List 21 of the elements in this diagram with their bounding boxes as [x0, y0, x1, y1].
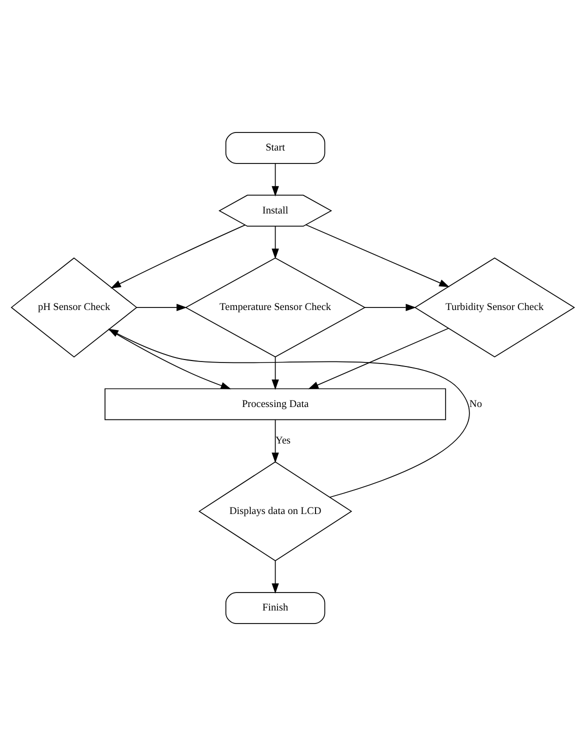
node-diamond: Displays data on LCD	[198, 460, 352, 561]
node-box: Finish	[225, 592, 326, 624]
arrow	[364, 303, 416, 311]
edge-label: No	[469, 398, 482, 410]
node-box: Processing Data	[104, 388, 446, 420]
arrow	[305, 224, 450, 287]
edge-label: Yes	[276, 434, 291, 446]
arrow	[272, 356, 279, 390]
node-diamond: Temperature Sensor Check	[184, 257, 366, 357]
arrow	[272, 226, 279, 258]
arrow	[108, 328, 470, 498]
arrow	[136, 303, 187, 311]
arrow	[110, 224, 246, 288]
node-diamond: Turbidity Sensor Check	[414, 257, 576, 357]
arrow	[272, 418, 279, 462]
node-diamond: pH Sensor Check	[10, 256, 138, 357]
node-box: Start	[225, 132, 326, 164]
arrow	[108, 328, 232, 389]
arrow	[272, 560, 279, 594]
arrow	[308, 327, 449, 389]
arrow	[272, 162, 279, 196]
